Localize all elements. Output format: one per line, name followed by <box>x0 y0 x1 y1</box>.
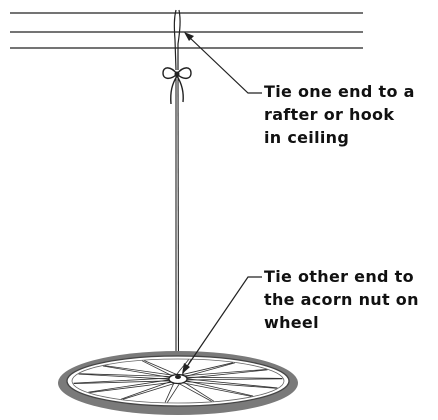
wheel-spoke <box>78 373 171 380</box>
wheel-spoke <box>88 379 171 393</box>
wheel-spokes <box>73 359 283 403</box>
annotation-bottom-line: wheel <box>264 313 319 332</box>
annotation-top-line: rafter or hook <box>264 105 394 124</box>
wheel-spoke <box>104 365 175 376</box>
wheel-spoke <box>182 369 267 377</box>
wheel-spoke <box>184 376 283 379</box>
arrowhead-bottom-icon <box>182 363 190 374</box>
wheel-spoke <box>102 365 171 378</box>
annotation-top-line: Tie one end to a <box>264 82 415 101</box>
wheel-spoke <box>185 378 283 381</box>
wheel-spoke <box>144 360 179 376</box>
wheel-spoke <box>122 382 177 400</box>
leader-top <box>184 32 262 94</box>
wheel-spoke <box>73 380 172 384</box>
wheel-spoke <box>89 381 174 393</box>
wheel-spoke <box>185 369 268 379</box>
wheel-spoke <box>185 378 278 389</box>
annotation-bottom: Tie other end to the acorn nut on wheel <box>264 267 425 332</box>
wheel-spoke <box>184 362 235 378</box>
wheel-spoke <box>121 380 172 400</box>
acorn-nut <box>175 375 181 379</box>
annotation-bottom-line: Tie other end to <box>264 267 414 286</box>
wheel-spoke <box>167 382 181 403</box>
wheel-spoke <box>79 373 173 377</box>
bow-knot <box>162 67 192 105</box>
ceiling-rafter <box>10 12 363 49</box>
wheel-spoke <box>142 360 173 377</box>
wheel-spoke <box>185 380 254 397</box>
wheel-spoke <box>175 359 189 376</box>
wheel-spoke <box>179 362 233 376</box>
wheel-spoke <box>183 381 215 402</box>
wheel-spoke <box>181 382 252 397</box>
arrowhead-top-icon <box>184 32 194 41</box>
annotation-bottom-line: the acorn nut on <box>264 290 419 309</box>
wheel-spoke <box>164 382 175 403</box>
string-top-wrap <box>173 9 181 71</box>
wheel-rim <box>66 355 290 407</box>
wheel-spoke <box>183 381 277 389</box>
wheel-spoke <box>73 377 171 384</box>
annotation-top: Tie one end to a rafter or hook in ceili… <box>264 82 421 147</box>
hanging-string <box>175 75 180 377</box>
wheel-spoke <box>177 382 212 402</box>
annotation-top-line: in ceiling <box>264 128 349 147</box>
leader-bottom <box>182 276 262 374</box>
bicycle-wheel <box>58 351 298 415</box>
